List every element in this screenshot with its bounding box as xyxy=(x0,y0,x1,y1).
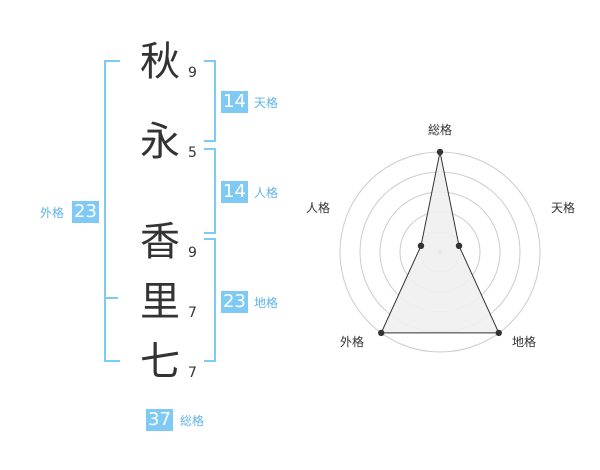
jinkaku-bracket xyxy=(204,148,216,234)
radar-point-2 xyxy=(495,329,502,337)
radar-points xyxy=(378,148,502,337)
gaikaku-value: 23 xyxy=(72,201,99,223)
radar-value-polygon xyxy=(380,151,500,334)
radar-point-0 xyxy=(436,148,444,156)
jinkaku-value: 14 xyxy=(221,181,248,203)
name-char-2: 永 xyxy=(140,119,180,165)
stroke-count-4: 7 xyxy=(188,305,197,321)
tenkaku-label: 天格 xyxy=(254,96,279,110)
soukaku-value: 37 xyxy=(146,409,173,431)
stroke-count-3: 9 xyxy=(188,245,197,261)
name-char-3: 香 xyxy=(140,219,180,265)
chikaku-bracket xyxy=(204,238,216,362)
name-char-4: 里 xyxy=(140,279,180,325)
radar-point-3 xyxy=(378,329,385,337)
tenkaku-bracket xyxy=(204,60,216,142)
stroke-count-2: 5 xyxy=(188,145,197,161)
radar-label-soukaku: 総格 xyxy=(428,122,452,137)
radar-point-1 xyxy=(455,242,463,250)
radar-point-4 xyxy=(417,242,425,250)
radar-label-gaikaku: 外格 xyxy=(340,334,364,349)
gaikaku-bracket xyxy=(104,60,120,362)
chikaku-label: 地格 xyxy=(254,296,279,310)
name-char-1: 秋 xyxy=(140,39,180,85)
stroke-count-5: 7 xyxy=(188,365,197,381)
chikaku-value: 23 xyxy=(221,291,248,313)
name-char-5: 七 xyxy=(140,339,180,385)
tenkaku-value: 14 xyxy=(221,91,248,113)
stroke-count-1: 9 xyxy=(188,65,197,81)
radar-label-chikaku: 地格 xyxy=(512,334,536,349)
soukaku-label: 総格 xyxy=(180,414,205,428)
jinkaku-label: 人格 xyxy=(254,186,279,200)
gaikaku-inner-tick xyxy=(104,297,118,299)
radar-label-tenkaku: 天格 xyxy=(551,200,575,215)
radar-label-jinkaku: 人格 xyxy=(306,200,330,215)
gaikaku-label: 外格 xyxy=(40,206,65,220)
